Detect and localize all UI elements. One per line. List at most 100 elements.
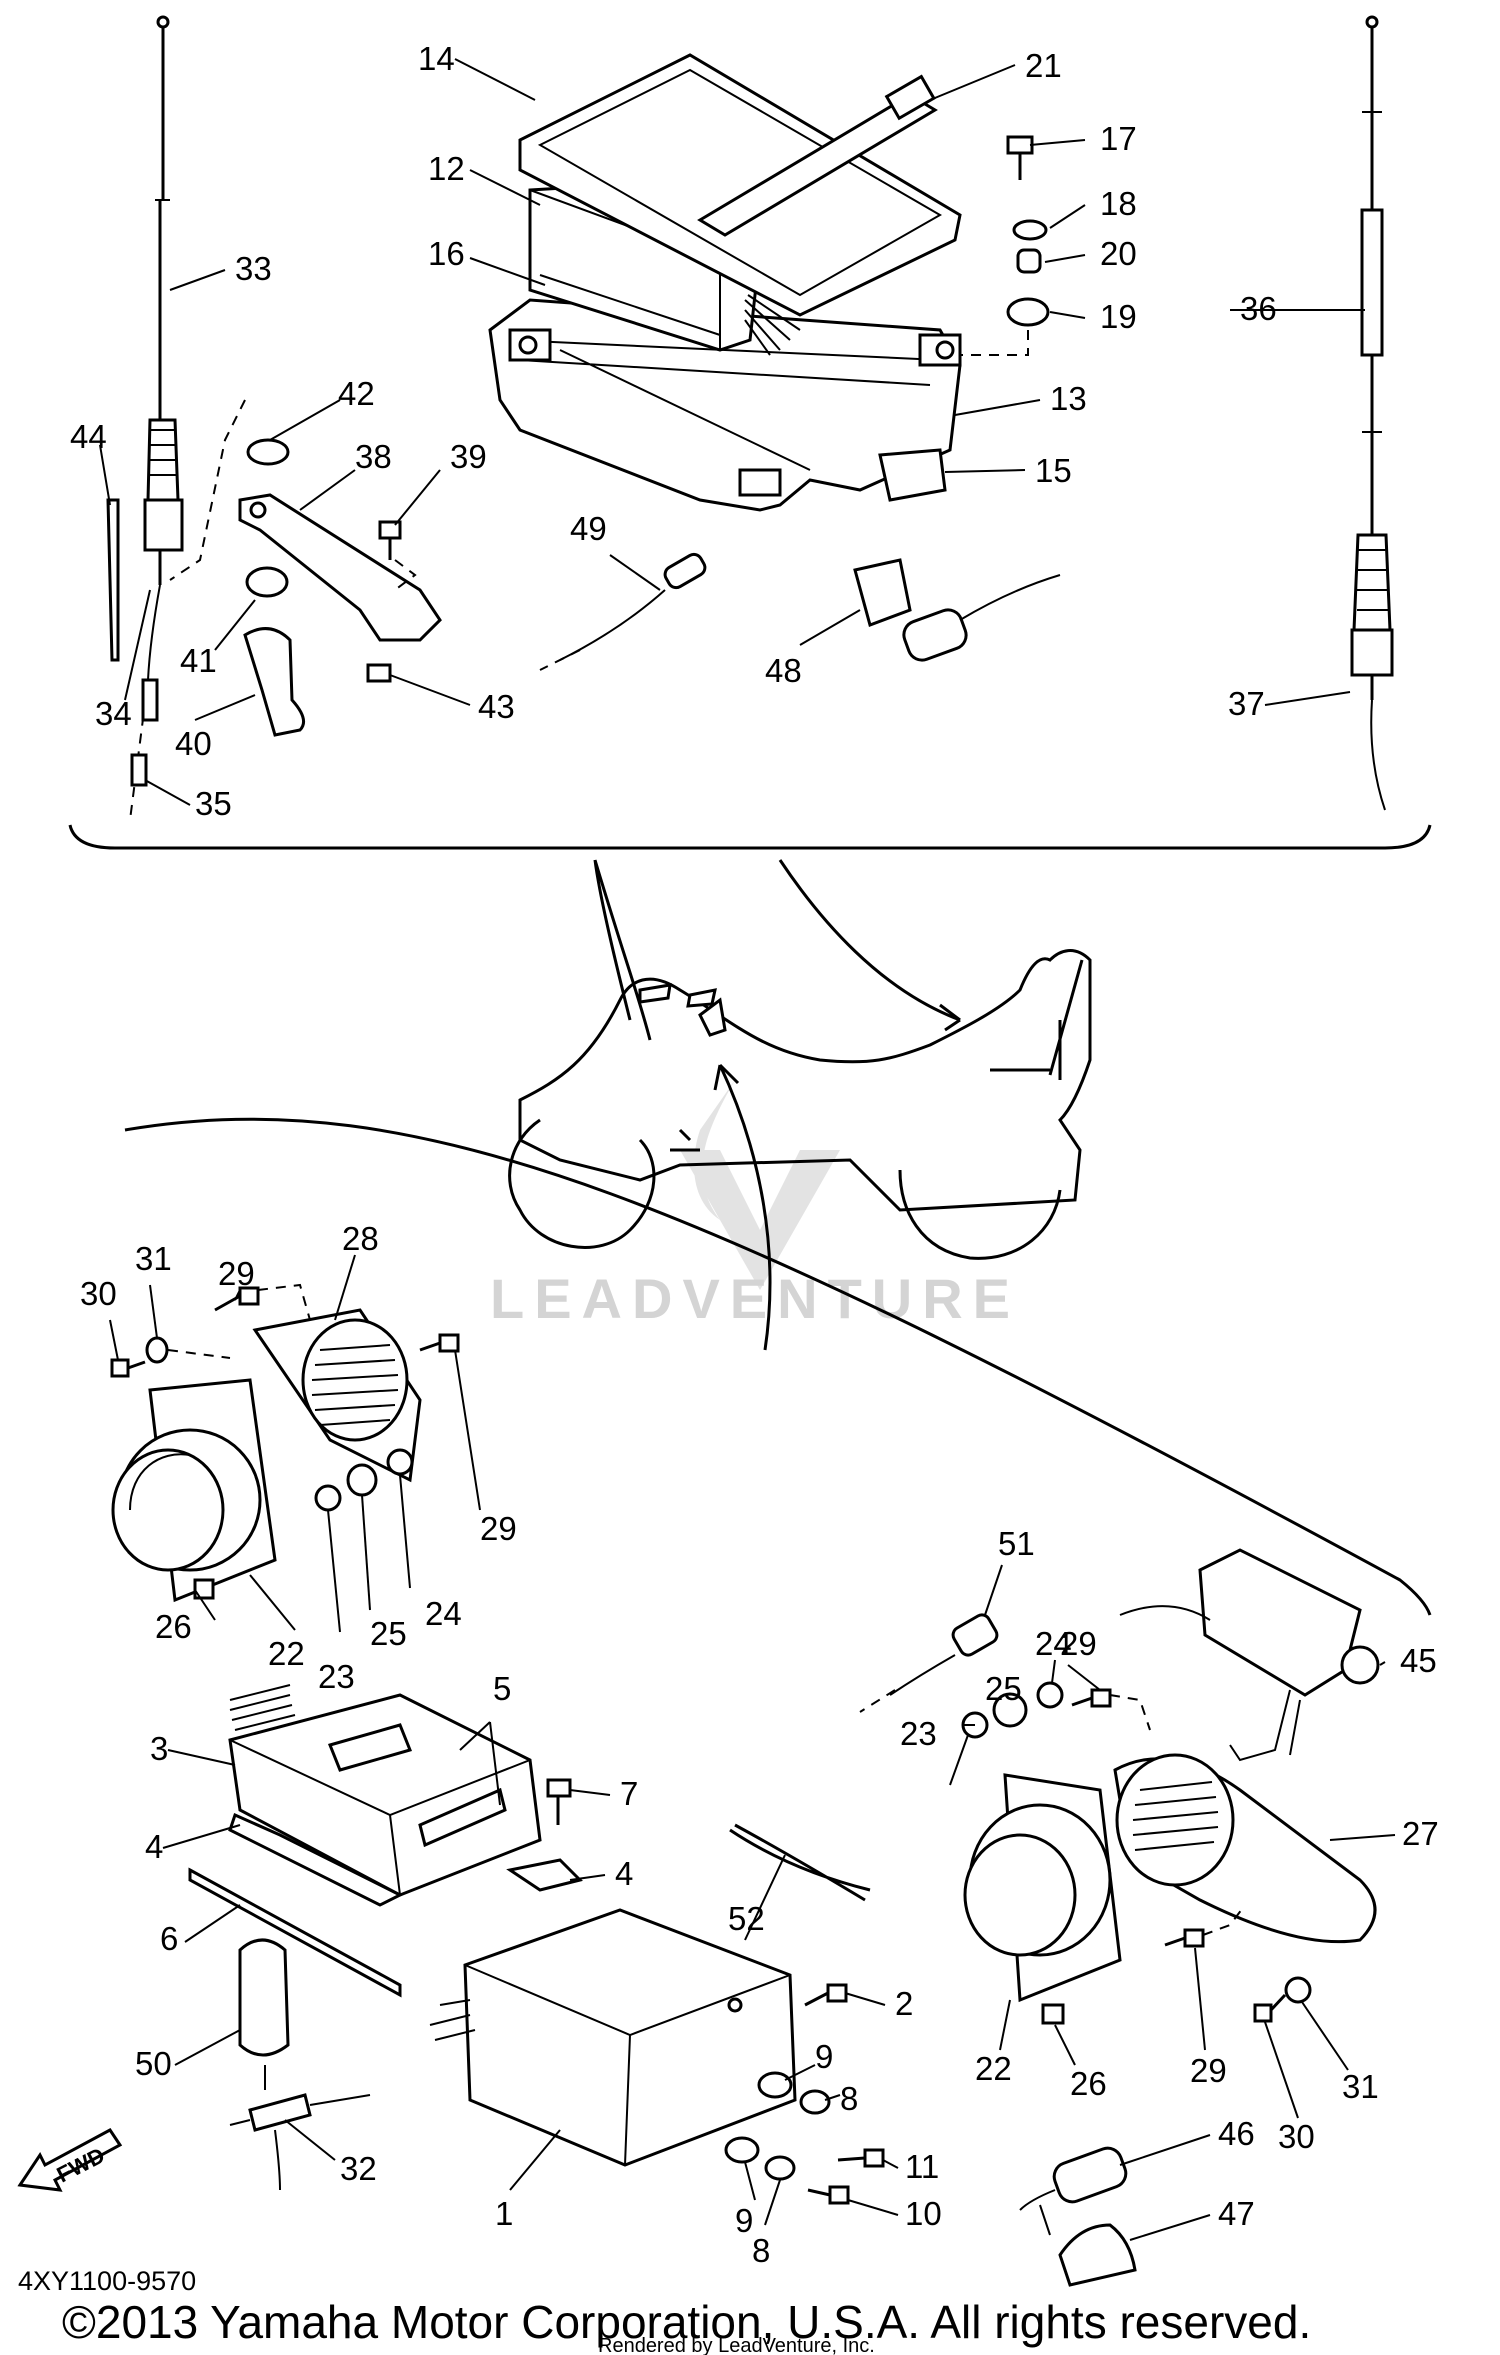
pointer-bottom xyxy=(718,1064,772,1351)
callout-22b: 22 xyxy=(975,2050,1012,2087)
callout-29a: 29 xyxy=(218,1255,255,1292)
bracket-38-hole xyxy=(249,501,267,519)
bracket-44 xyxy=(106,498,120,662)
callout-47: 47 xyxy=(1218,2195,1255,2232)
callout-25a: 25 xyxy=(370,1615,407,1652)
callout-8a: 8 xyxy=(840,2080,858,2117)
callout-32: 32 xyxy=(340,2150,377,2187)
rendered-by: Rendered by LeadVenture, Inc. xyxy=(598,2335,875,2355)
dash-42 xyxy=(169,399,246,581)
sleeve-35b xyxy=(130,753,148,787)
dash-29a xyxy=(257,1283,311,1321)
callout-18: 18 xyxy=(1100,185,1137,222)
clip-43 xyxy=(366,663,392,683)
callout-30b: 30 xyxy=(1278,2118,1315,2155)
bolt-10 xyxy=(807,2185,850,2205)
bolt-2 xyxy=(804,1983,848,2007)
callout-4b: 4 xyxy=(615,1855,633,1892)
grommet-9b xyxy=(724,2136,760,2164)
pad-6 xyxy=(188,1867,402,1998)
antenna-box-base-13 xyxy=(488,298,962,512)
speaker-grille-27 xyxy=(1113,1753,1377,1944)
unit-1 xyxy=(429,1908,797,2167)
clip-15 xyxy=(878,448,947,502)
pointer-right-antenna xyxy=(1048,959,1084,1076)
callout-7: 7 xyxy=(620,1775,638,1812)
callout-31a: 31 xyxy=(135,1240,172,1277)
boot-40 xyxy=(243,627,306,737)
bolt-30b xyxy=(1253,1993,1287,2023)
nut-26a xyxy=(193,1578,215,1600)
callout-2: 2 xyxy=(895,1985,913,2022)
callout-20: 20 xyxy=(1100,235,1137,272)
callout-15: 15 xyxy=(1035,452,1072,489)
callout-28: 28 xyxy=(342,1220,379,1257)
bottom-group-bracket xyxy=(124,1117,1432,1616)
callout-42: 42 xyxy=(338,375,375,412)
callout-8b: 8 xyxy=(752,2232,770,2269)
dash-29d xyxy=(1202,1904,1246,1936)
nut-24a xyxy=(386,1448,414,1476)
callout-21: 21 xyxy=(1025,47,1062,84)
callout-51: 51 xyxy=(998,1525,1035,1562)
grommet-41 xyxy=(245,566,289,598)
callout-26a: 26 xyxy=(155,1608,192,1645)
callout-27: 27 xyxy=(1402,1815,1439,1852)
leader-lines xyxy=(99,58,1396,2241)
screw-7 xyxy=(546,1778,572,1825)
callout-1: 1 xyxy=(495,2195,513,2232)
connector-48 xyxy=(853,558,1061,662)
callout-23b: 23 xyxy=(900,1715,937,1752)
callout-22a: 22 xyxy=(268,1635,305,1672)
speaker-22-right xyxy=(963,1773,1122,2003)
callout-50: 50 xyxy=(135,2045,172,2082)
callout-41: 41 xyxy=(180,642,217,679)
watermark-text: LEADVENTURE xyxy=(490,1267,1020,1330)
dash-19 xyxy=(960,330,1029,356)
bolt-39 xyxy=(378,520,402,560)
collar-8b xyxy=(764,2155,796,2181)
dash-39 xyxy=(394,559,417,591)
connector-46 xyxy=(1019,2146,1128,2236)
callouts: 33 44 34 35 40 41 42 38 39 43 36 37 14 2… xyxy=(70,40,1439,2269)
callout-36: 36 xyxy=(1240,290,1277,327)
part-code: 4XY1100-9570 xyxy=(18,2266,196,2296)
callout-38: 38 xyxy=(355,438,392,475)
callout-25b: 25 xyxy=(985,1670,1022,1707)
callout-35: 35 xyxy=(195,785,232,822)
sleeve-32 xyxy=(248,2093,312,2132)
callout-24b: 24 xyxy=(1035,1625,1072,1662)
speaker-22-left xyxy=(111,1378,277,1603)
callout-52: 52 xyxy=(728,1900,765,1937)
dash-31a xyxy=(167,1349,231,1359)
washer-31b xyxy=(1284,1976,1312,2004)
callout-45: 45 xyxy=(1400,1642,1437,1679)
callout-12: 12 xyxy=(428,150,465,187)
sleeve-32-wires xyxy=(229,2094,371,2191)
callout-10: 10 xyxy=(905,2195,942,2232)
callout-17: 17 xyxy=(1100,120,1137,157)
washer-31a xyxy=(145,1336,169,1364)
speaker-grille-28 xyxy=(252,1308,422,1483)
bolt-17 xyxy=(1006,135,1034,180)
callout-37: 37 xyxy=(1228,685,1265,722)
callout-43: 43 xyxy=(478,688,515,725)
dash-29c xyxy=(1109,1694,1151,1731)
callout-44: 44 xyxy=(70,418,107,455)
pointer-top-right-head xyxy=(939,1003,961,1032)
collar-25a xyxy=(346,1463,378,1497)
nut-26b xyxy=(1041,2003,1065,2025)
callout-23a: 23 xyxy=(318,1658,355,1695)
leadventure-watermark: LEADVENTURE xyxy=(490,1080,1020,1330)
strap-21 xyxy=(697,93,938,237)
sensor-49 xyxy=(539,552,707,671)
holder-47 xyxy=(1058,2223,1137,2287)
washer-18 xyxy=(1012,219,1048,241)
callout-24a: 24 xyxy=(425,1595,462,1632)
collar-25b xyxy=(992,1692,1028,1728)
nut-24b xyxy=(1036,1681,1064,1709)
grommet-19 xyxy=(1006,297,1050,327)
washer-23a xyxy=(314,1484,342,1512)
callout-48: 48 xyxy=(765,652,802,689)
callout-26b: 26 xyxy=(1070,2065,1107,2102)
